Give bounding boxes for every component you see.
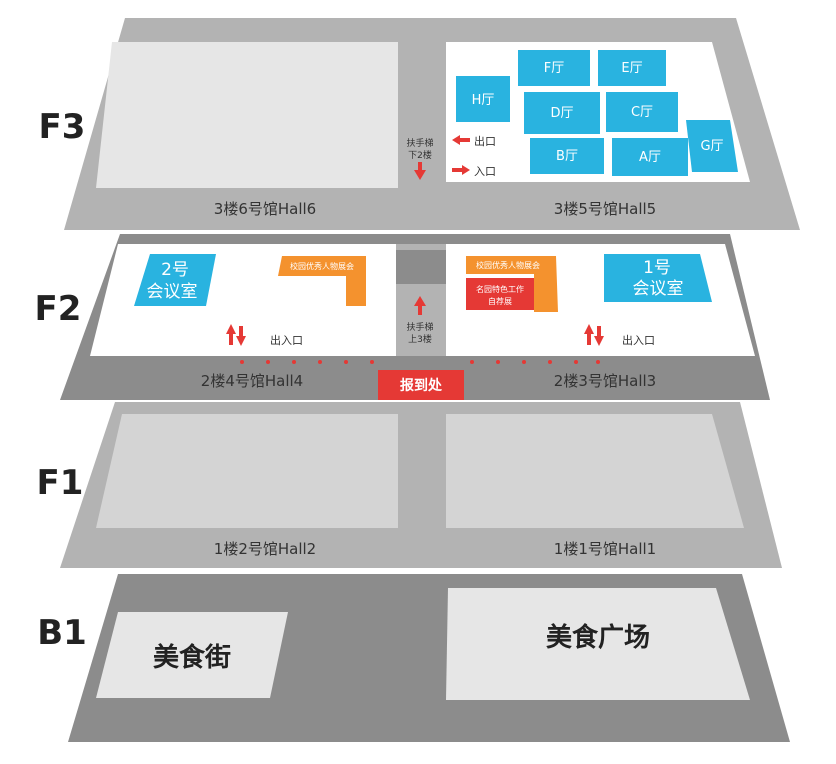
f3-escalator-label-2: 下2楼: [408, 149, 432, 161]
exhibit-right[interactable]: [466, 256, 558, 312]
f3-hall6-panel: [96, 42, 398, 188]
updown-arrows-icon: [226, 324, 246, 346]
f2-void: [396, 250, 446, 284]
escalator-arrow-icon: [414, 162, 426, 180]
meeting-room-2[interactable]: [134, 254, 216, 306]
f2-io-right-label: 出入口: [622, 333, 655, 347]
meeting-room-1-label-2: 会议室: [633, 279, 684, 299]
floor-f3: H厅 F厅 E厅 D厅 C厅 B厅 A厅 G厅 扶手梯 下2楼 出口 入口 3楼…: [64, 18, 800, 230]
registration-desk[interactable]: [378, 370, 464, 400]
f1-hall1-label: 1楼1号馆Hall1: [554, 540, 656, 558]
room-b[interactable]: [530, 138, 604, 174]
room-a-label: A厅: [639, 150, 661, 165]
f2-escalator-label-1: 扶手梯: [406, 321, 433, 333]
room-h-label: H厅: [472, 93, 495, 108]
exhibit-left-label: 校园优秀人物展会: [290, 261, 354, 271]
escalator-arrow-icon: [414, 296, 426, 315]
floor-f1: 1楼2号馆Hall2 1楼1号馆Hall1: [60, 402, 782, 568]
route-dots: [240, 360, 600, 364]
exhibit-left[interactable]: [278, 256, 366, 306]
food-street-label: 美食街: [153, 642, 231, 673]
exit-arrow-icon: [452, 135, 470, 145]
floor-f2: 2号 会议室 1号 会议室 校园优秀人物展会 校园优秀人物展会 名园特色工作 自…: [60, 234, 770, 400]
meeting-room-2-label-1: 2号: [161, 260, 189, 280]
b1-floor-label: B1: [37, 613, 87, 653]
f1-hall2-label: 1楼2号馆Hall2: [214, 540, 316, 558]
room-g-label: G厅: [700, 139, 723, 154]
f3-exit-label: 出口: [474, 134, 496, 148]
room-b-label: B厅: [556, 149, 578, 164]
meeting-room-1[interactable]: [604, 254, 712, 302]
room-d[interactable]: [524, 92, 600, 134]
room-e-label: E厅: [621, 61, 642, 76]
food-plaza-label: 美食广场: [546, 622, 650, 653]
f2-hall3-label: 2楼3号馆Hall3: [554, 372, 656, 390]
f2-io-left-label: 出入口: [270, 333, 303, 347]
f2-hall4-label: 2楼4号馆Hall4: [201, 372, 303, 390]
exhibit-right-label: 校园优秀人物展会: [476, 260, 540, 270]
room-f[interactable]: [518, 50, 590, 86]
floor-b1: 美食街 美食广场: [68, 574, 790, 742]
exhibit-red[interactable]: [466, 278, 534, 310]
room-c-label: C厅: [631, 105, 653, 120]
room-e[interactable]: [598, 50, 666, 86]
exhibit-red-label-1: 名园特色工作: [476, 284, 524, 294]
f1-hall2-panel: [96, 414, 398, 528]
food-street-panel[interactable]: [96, 612, 288, 698]
food-plaza-panel[interactable]: [446, 588, 750, 700]
f3-hall5-label: 3楼5号馆Hall5: [554, 200, 656, 218]
updown-arrows-icon: [584, 324, 604, 346]
f3-floor-label: F3: [39, 107, 86, 147]
room-f-label: F厅: [544, 61, 564, 76]
room-d-label: D厅: [550, 106, 573, 121]
room-h[interactable]: [456, 76, 510, 122]
registration-label: 报到处: [400, 377, 443, 394]
f2-floor-label: F2: [35, 289, 82, 329]
room-g[interactable]: [686, 120, 738, 172]
f3-escalator-label-1: 扶手梯: [406, 137, 433, 149]
f1-floor-label: F1: [37, 463, 84, 503]
f3-entrance-label: 入口: [474, 165, 496, 178]
room-c[interactable]: [606, 92, 678, 132]
room-a[interactable]: [612, 138, 688, 176]
f1-hall1-panel: [446, 414, 744, 528]
meeting-room-2-label-2: 会议室: [147, 282, 198, 302]
meeting-room-1-label-1: 1号: [643, 258, 671, 278]
f2-escalator-label-2: 上3楼: [408, 333, 432, 345]
entrance-arrow-icon: [452, 165, 470, 175]
exhibit-red-label-2: 自荐展: [488, 296, 512, 306]
f3-hall6-label: 3楼6号馆Hall6: [214, 200, 316, 218]
